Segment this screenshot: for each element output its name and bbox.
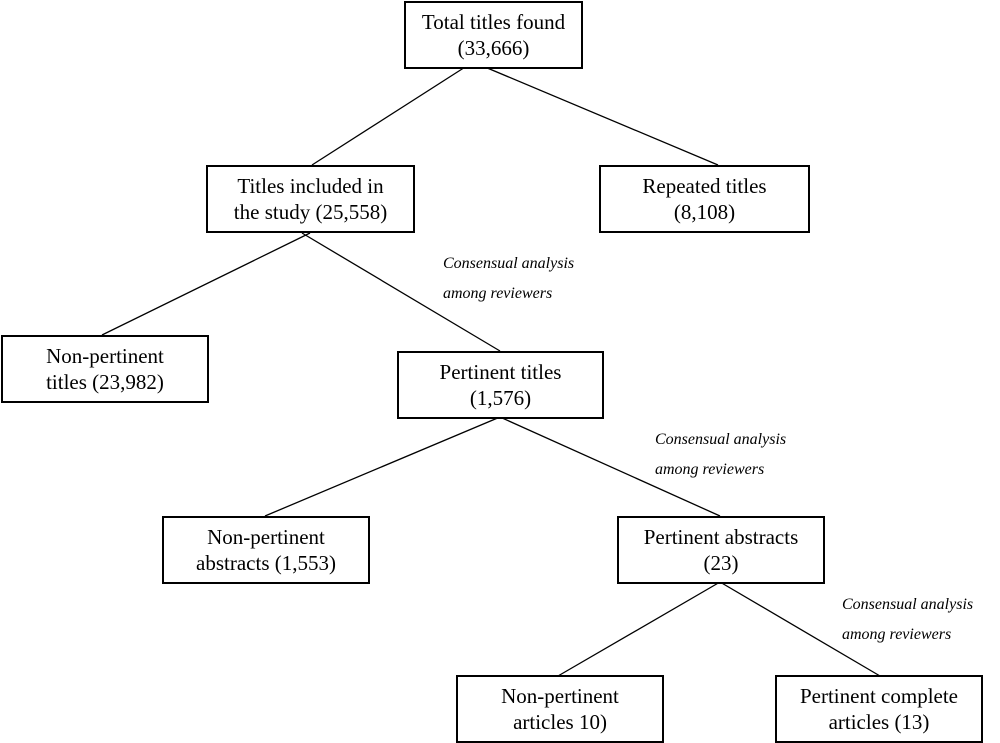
edge-included-to-non-pertinent-titles <box>101 232 311 336</box>
non-pertinent-articles-box: Non-pertinent articles 10) <box>456 675 664 743</box>
consensual-analysis-note-1-line2: among reviewers <box>443 285 553 302</box>
pertinent-articles-box: Pertinent complete articles (13) <box>775 675 983 743</box>
non-pertinent-titles-label: Non-pertinent <box>46 344 164 368</box>
non-pertinent-abstracts-count: abstracts (1,553) <box>196 551 336 575</box>
edge-pertinent-abstracts-to-pertinent-articles <box>719 581 881 677</box>
edge-pertinent-abstracts-to-non-pertinent-articles <box>557 581 721 677</box>
non-pertinent-abstracts-box: Non-pertinent abstracts (1,553) <box>162 516 370 584</box>
consensual-analysis-note-2: Consensual analysis among reviewers <box>655 425 786 485</box>
repeated-titles-count: (8,108) <box>673 200 736 224</box>
pertinent-articles-count: articles (13) <box>828 710 930 734</box>
non-pertinent-abstracts-label: Non-pertinent <box>207 525 325 549</box>
consensual-analysis-note-3-line2: among reviewers <box>842 626 952 643</box>
pertinent-articles-label: Pertinent complete <box>799 684 959 708</box>
pertinent-abstracts-count: (23) <box>703 551 739 575</box>
pertinent-titles-count: (1,576) <box>469 386 532 410</box>
total-titles-box: Total titles found (33,666) <box>404 1 583 69</box>
non-pertinent-titles-count: titles (23,982) <box>46 370 164 394</box>
non-pertinent-articles-label: Non-pertinent <box>501 684 619 708</box>
edge-total-to-included <box>311 61 474 166</box>
consensual-analysis-note-3-line1: Consensual analysis <box>842 596 974 613</box>
edge-pertinent-titles-to-non-pertinent-abstracts <box>264 416 501 517</box>
repeated-titles-box: Repeated titles (8,108) <box>599 165 810 233</box>
pertinent-abstracts-label: Pertinent abstracts <box>643 525 799 549</box>
non-pertinent-titles-box: Non-pertinent titles (23,982) <box>1 335 209 403</box>
titles-included-label: Titles included in <box>237 174 384 198</box>
edge-included-to-pertinent-titles <box>301 232 501 352</box>
pertinent-abstracts-box: Pertinent abstracts (23) <box>617 516 825 584</box>
edge-total-to-repeated <box>472 61 719 166</box>
consensual-analysis-note-1: Consensual analysis among reviewers <box>443 249 574 309</box>
edge-pertinent-titles-to-pertinent-abstracts <box>499 416 721 517</box>
consensual-analysis-note-2-line1: Consensual analysis <box>655 431 787 448</box>
consensual-analysis-note-3: Consensual analysis among reviewers <box>842 590 973 650</box>
titles-included-count: the study (25,558) <box>233 200 388 224</box>
pertinent-titles-box: Pertinent titles (1,576) <box>397 351 604 419</box>
total-titles-label: Total titles found <box>421 10 566 34</box>
non-pertinent-articles-count: articles 10) <box>513 710 607 734</box>
consensual-analysis-note-1-line1: Consensual analysis <box>443 255 575 272</box>
total-titles-count: (33,666) <box>457 36 530 60</box>
repeated-titles-label: Repeated titles <box>642 174 767 198</box>
consensual-analysis-note-2-line2: among reviewers <box>655 461 765 478</box>
pertinent-titles-label: Pertinent titles <box>439 360 562 384</box>
titles-included-box: Titles included in the study (25,558) <box>206 165 415 233</box>
